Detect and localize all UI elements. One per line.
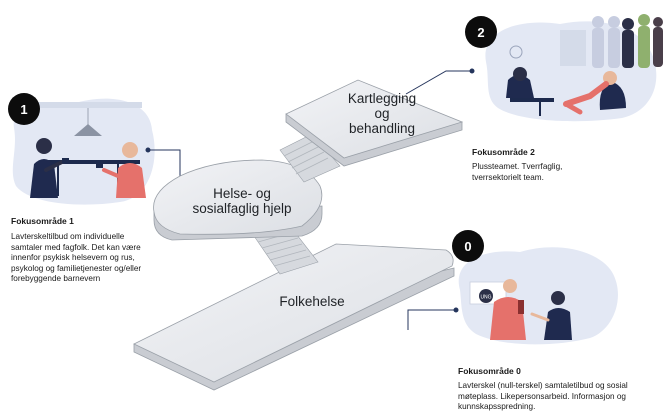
description-line: møteplass. Likepersonsarbeid. Informasjo… [458, 391, 626, 401]
connector-2 [405, 70, 472, 95]
label-line: Kartlegging [347, 91, 417, 106]
label-line: behandling [348, 121, 416, 137]
illustration-0: UNG [458, 247, 618, 345]
focus-area-title: Fokusområde 1 [11, 216, 74, 226]
description-line: forebyggende barnevern [11, 274, 101, 284]
badge-2: 2 [465, 16, 497, 48]
badge-1: 1 [8, 93, 40, 125]
platform-helse-sosialfaglig [153, 159, 323, 241]
badge-0: 0 [452, 230, 484, 262]
description-line: Plussteamet. Tverrfaglig, [472, 162, 563, 171]
platform-kartlegging [285, 79, 464, 167]
description-line: samtaler med fagfolk. Det kan være [11, 242, 141, 252]
description-line: tverrsektorielt team. [472, 172, 544, 182]
platform-label-kartlegging: Kartlegging og behandling [322, 91, 442, 136]
description-line: psykolog og familietjenester og/eller [11, 263, 142, 273]
description-line: Lavterskeltilbud om individuelle [11, 232, 125, 241]
stairs-upper [279, 133, 341, 183]
focus-area-title: Fokusområde 2 [472, 147, 535, 157]
focus-area-description: Plussteamet. Tverrfaglig, tverrsektoriel… [472, 162, 652, 183]
label-line: og [374, 106, 390, 122]
ung-sign: UNG [480, 295, 491, 301]
description-line: innenfor psykisk helsevern og rus, [11, 253, 135, 263]
illustration-2 [485, 14, 663, 122]
label-line: sosialfaglig hjelp [192, 201, 292, 217]
connector-0 [407, 309, 456, 330]
focus-area-2: Fokusområde 2 Plussteamet. Tverrfaglig, … [472, 147, 652, 183]
description-line: kunnskapsspredning. [458, 402, 536, 412]
description-line: Lavterskel (null-terskel) samtaletilbud … [458, 381, 628, 390]
label-line: Helse- og [213, 186, 271, 201]
focus-area-title: Fokusområde 0 [458, 366, 521, 376]
illustration-1 [12, 98, 155, 205]
focus-area-0: Fokusområde 0 Lavterskel (null-terskel) … [458, 366, 662, 413]
focus-area-1: Fokusområde 1 Lavterskeltilbud om indivi… [11, 216, 186, 285]
focus-area-description: Lavterskel (null-terskel) samtaletilbud … [458, 381, 662, 413]
platform-folkehelse [133, 243, 455, 391]
platform-label-folkehelse: Folkehelse [279, 294, 345, 309]
focus-area-description: Lavterskeltilbud om individuelle samtale… [11, 232, 186, 285]
platform-label-helse: Helse- og sosialfaglig hjelp [176, 186, 308, 216]
stairs-lower [253, 225, 319, 275]
